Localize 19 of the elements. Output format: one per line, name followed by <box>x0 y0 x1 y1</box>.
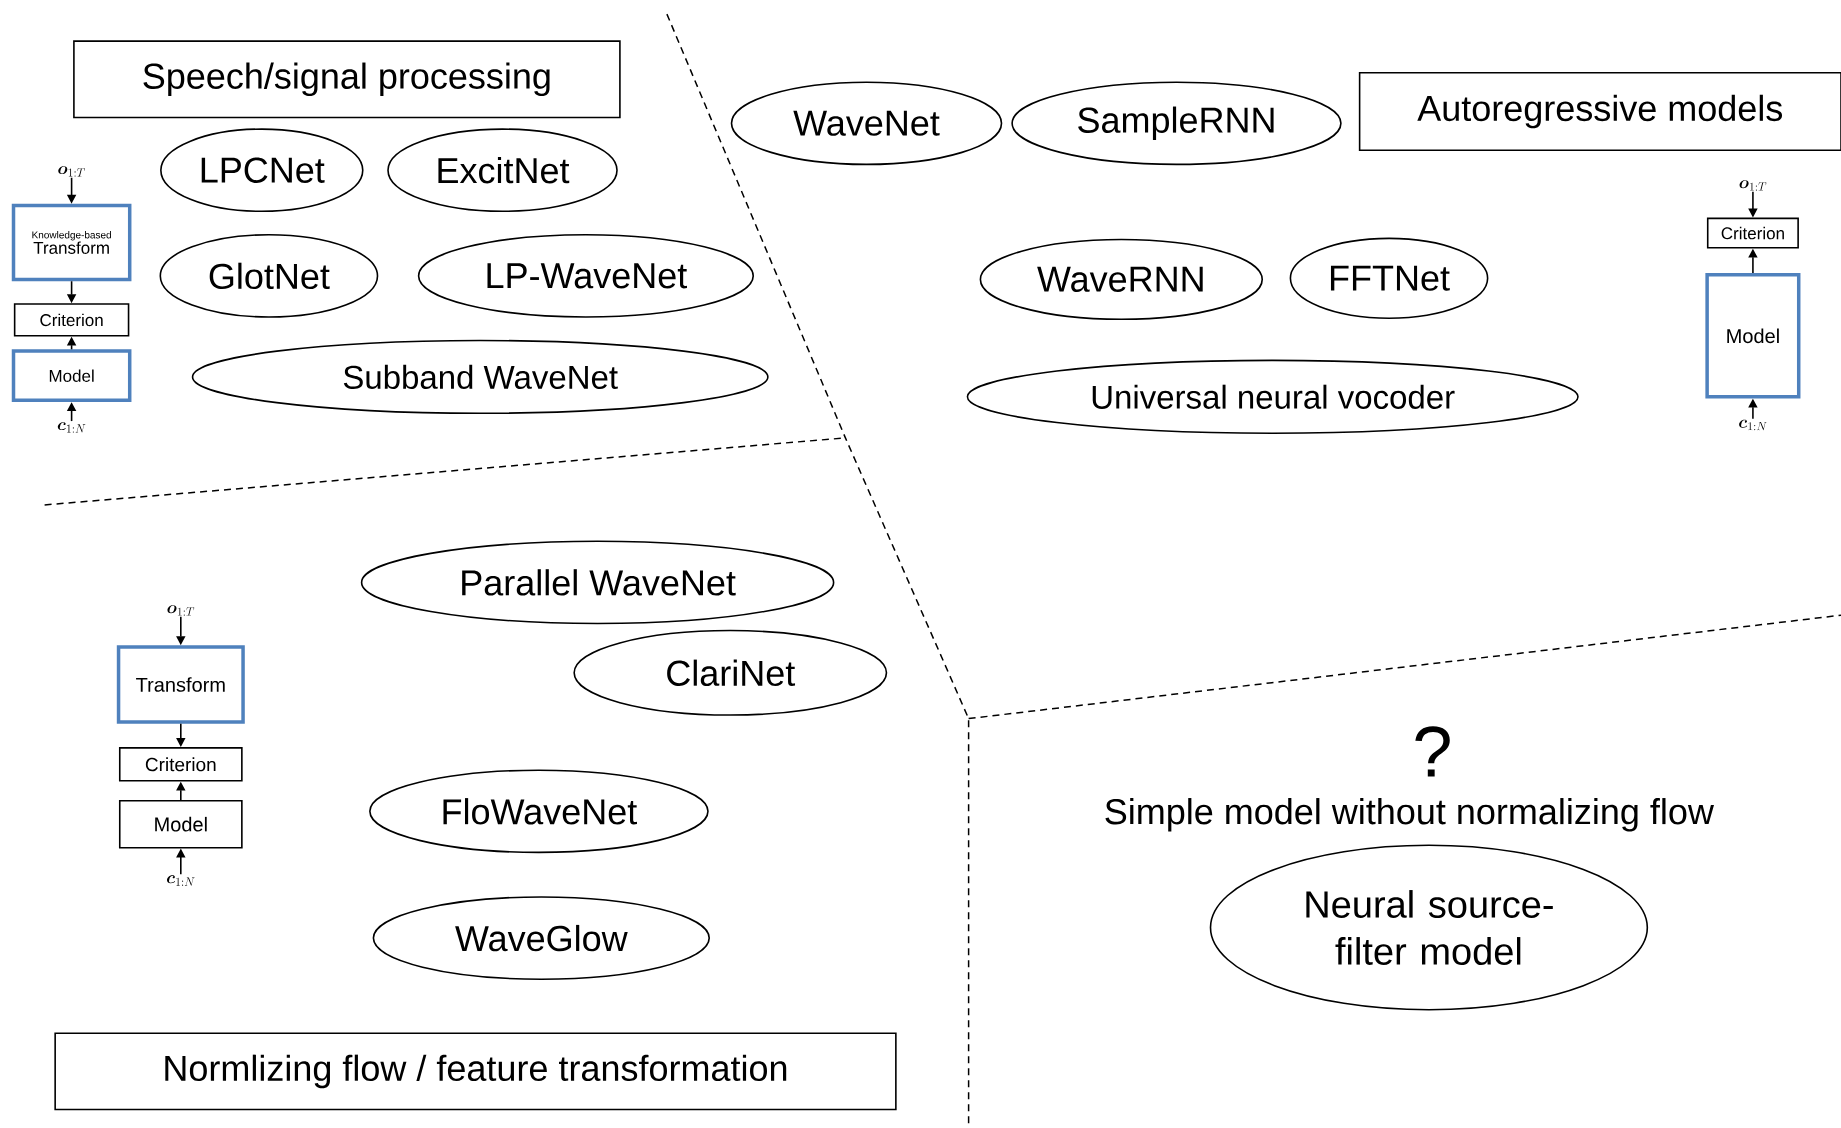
section-title-box: Normlizing flow / feature transformation <box>54 1032 897 1111</box>
math-symbol: $\boldsymbol{o}_{1:T}$ <box>58 166 85 177</box>
math-symbol: $\boldsymbol{c}_{1:N}$ <box>167 875 195 886</box>
question-mark: ? <box>1415 726 1450 777</box>
block-box: Model <box>11 349 132 403</box>
block-box: Knowledge-based Transform <box>11 203 132 282</box>
block-box: Transform <box>116 645 245 724</box>
block-box: Model <box>118 799 243 849</box>
block-box: Criterion <box>118 747 243 782</box>
section-title-box: Speech/signal processing <box>73 40 621 119</box>
math-symbol: $\boldsymbol{c}_{1:N}$ <box>57 422 86 433</box>
math-symbol: $\boldsymbol{o}_{1:T}$ <box>167 605 195 616</box>
arrow <box>176 723 186 747</box>
math-symbol: $\boldsymbol{c}_{1:N}$ <box>1739 419 1767 431</box>
block-box: Model <box>1705 273 1801 399</box>
section-title-box: Autoregressive models <box>1358 71 1841 152</box>
block-box: Criterion <box>13 303 130 337</box>
block-box: Criterion <box>1706 217 1799 249</box>
math-symbol: $\boldsymbol{o}_{1:T}$ <box>1739 180 1767 191</box>
